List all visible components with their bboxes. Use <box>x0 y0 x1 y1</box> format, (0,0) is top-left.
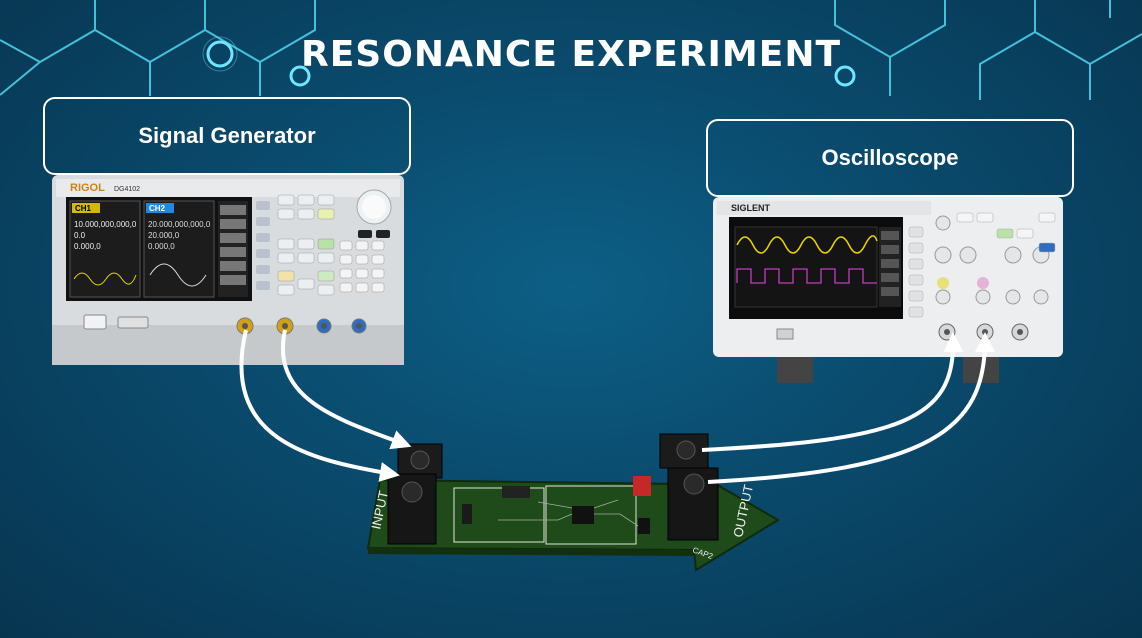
wire-generator-out1-to-input <box>239 329 400 482</box>
signal-generator-device: RIGOL DG4102 CH1 10.000,000,000,0 0.0 0.… <box>52 175 404 365</box>
ch2-tab: CH2 <box>149 204 166 213</box>
page-title: RESONANCE EXPERIMENT <box>300 34 842 75</box>
pcb-board: INPUT OUTPUT CAP2 <box>366 433 780 572</box>
ch2-frequency: 20.000,000,000,0 <box>148 220 211 229</box>
signal-generator-label: Signal Generator <box>138 123 316 148</box>
ch2-amplitude: 20.000,0 <box>148 231 180 240</box>
oscilloscope-device: SIGLENT <box>713 197 1063 383</box>
ch1-tab: CH1 <box>75 204 92 213</box>
oscilloscope-label-box: Oscilloscope <box>706 119 1074 197</box>
signal-generator-label-box: Signal Generator <box>43 97 411 175</box>
input-connectors <box>387 443 443 545</box>
wire-generator-out2-to-input <box>281 329 412 450</box>
wire-output-to-scope-ch2 <box>707 332 995 484</box>
generator-brand: RIGOL <box>70 182 105 194</box>
oscilloscope-brand: SIGLENT <box>731 203 771 213</box>
oscilloscope-label: Oscilloscope <box>821 145 959 170</box>
ch1-offset: 0.000,0 <box>74 242 101 251</box>
ch1-amplitude: 0.0 <box>74 231 86 240</box>
generator-model: DG4102 <box>114 186 140 193</box>
ch1-frequency: 10.000,000,000,0 <box>74 220 137 229</box>
wire-output-to-scope-ch1 <box>701 332 964 452</box>
ch2-offset: 0.000,0 <box>148 242 175 251</box>
